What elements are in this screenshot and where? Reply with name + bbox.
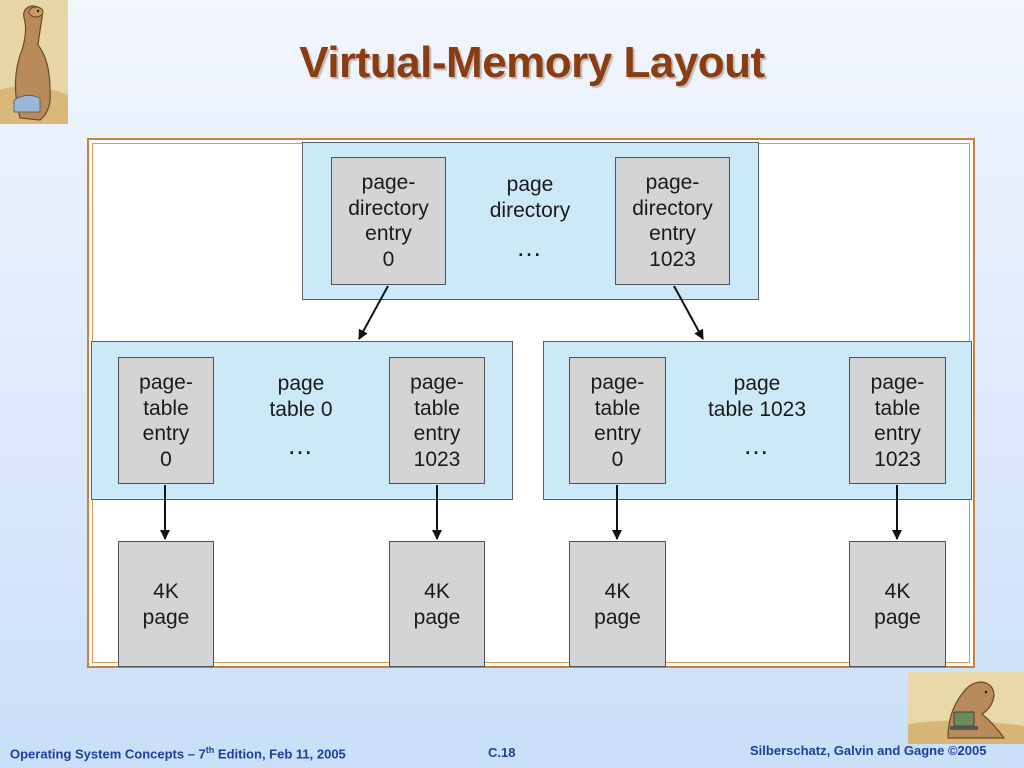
page-4k-2: 4K page <box>569 541 666 667</box>
entry-line: page- <box>361 171 416 194</box>
entry-line: 0 <box>160 447 172 471</box>
label-line: table 0 <box>269 397 333 421</box>
page-table-0-entry-0: page- table entry 0 <box>118 357 214 484</box>
entry-line: entry <box>874 422 921 445</box>
label-line: table 1023 <box>707 397 807 421</box>
entry-line: page- <box>645 171 700 194</box>
entry-line: entry <box>413 422 461 445</box>
entry-line: entry <box>594 422 641 445</box>
entry-line: directory <box>348 196 429 220</box>
entry-line: entry <box>142 422 190 445</box>
footer-book-prefix: Operating System Concepts – 7 <box>10 746 206 762</box>
page-4k-3: 4K page <box>849 541 946 667</box>
entry-line: table <box>414 396 460 420</box>
page-4k-0: 4K page <box>118 541 214 667</box>
entry-line: entry <box>649 222 696 245</box>
page-table-0-ellipsis: … <box>287 430 315 460</box>
entry-line: directory <box>632 196 713 220</box>
page-directory-entry-0: page- directory entry 0 <box>331 157 446 285</box>
page-directory-label: page directory <box>470 172 590 223</box>
footer-book-suffix: Edition, Feb 11, 2005 <box>214 746 346 762</box>
footer-book-sup: th <box>205 745 215 755</box>
slide-title: Virtual-Memory Layout <box>299 38 765 87</box>
page-line: page <box>874 605 921 629</box>
page-line: page <box>413 605 461 629</box>
page-table-1023-entry-0: page- table entry 0 <box>569 357 666 484</box>
entry-line: 0 <box>382 247 395 271</box>
page-table-1023-ellipsis: … <box>743 430 771 460</box>
footer-slide-number: C.18 <box>488 745 516 760</box>
dinosaur-laptop-icon <box>908 672 1024 744</box>
entry-line: page- <box>590 371 645 394</box>
page-table-1023-entry-1023: page- table entry 1023 <box>849 357 946 484</box>
page-line: 4K <box>884 580 911 603</box>
entry-line: table <box>874 396 921 420</box>
page-line: 4K <box>153 580 179 603</box>
entry-line: table <box>143 396 189 420</box>
page-table-1023-label: page table 1023 <box>692 371 822 422</box>
entry-line: 1023 <box>413 447 461 471</box>
entry-line: 1023 <box>874 447 921 471</box>
page-line: 4K <box>424 580 450 603</box>
page-table-0-label: page table 0 <box>241 371 361 422</box>
entry-line: 0 <box>611 447 624 471</box>
footer-book: Operating System Concepts – 7th Edition,… <box>10 745 346 761</box>
entry-line: table <box>594 396 641 420</box>
page-line: 4K <box>604 580 631 603</box>
label-line: directory <box>489 198 571 222</box>
entry-line: page- <box>139 371 193 394</box>
entry-line: page- <box>410 371 464 394</box>
entry-line: page- <box>870 371 925 394</box>
dinosaur-logo-icon <box>0 0 68 124</box>
page-directory-entry-1023: page- directory entry 1023 <box>615 157 730 285</box>
entry-line: entry <box>365 222 412 245</box>
page-line: page <box>594 605 641 629</box>
label-line: page <box>506 173 554 196</box>
page-directory-ellipsis: … <box>516 232 544 262</box>
label-line: page <box>277 372 325 395</box>
footer-copyright: Silberschatz, Galvin and Gagne ©2005 <box>750 743 987 758</box>
entry-line: 1023 <box>649 247 696 271</box>
label-line: page <box>733 372 781 395</box>
page-table-0-entry-1023: page- table entry 1023 <box>389 357 485 484</box>
page-4k-1: 4K page <box>389 541 485 667</box>
page-line: page <box>142 605 190 629</box>
